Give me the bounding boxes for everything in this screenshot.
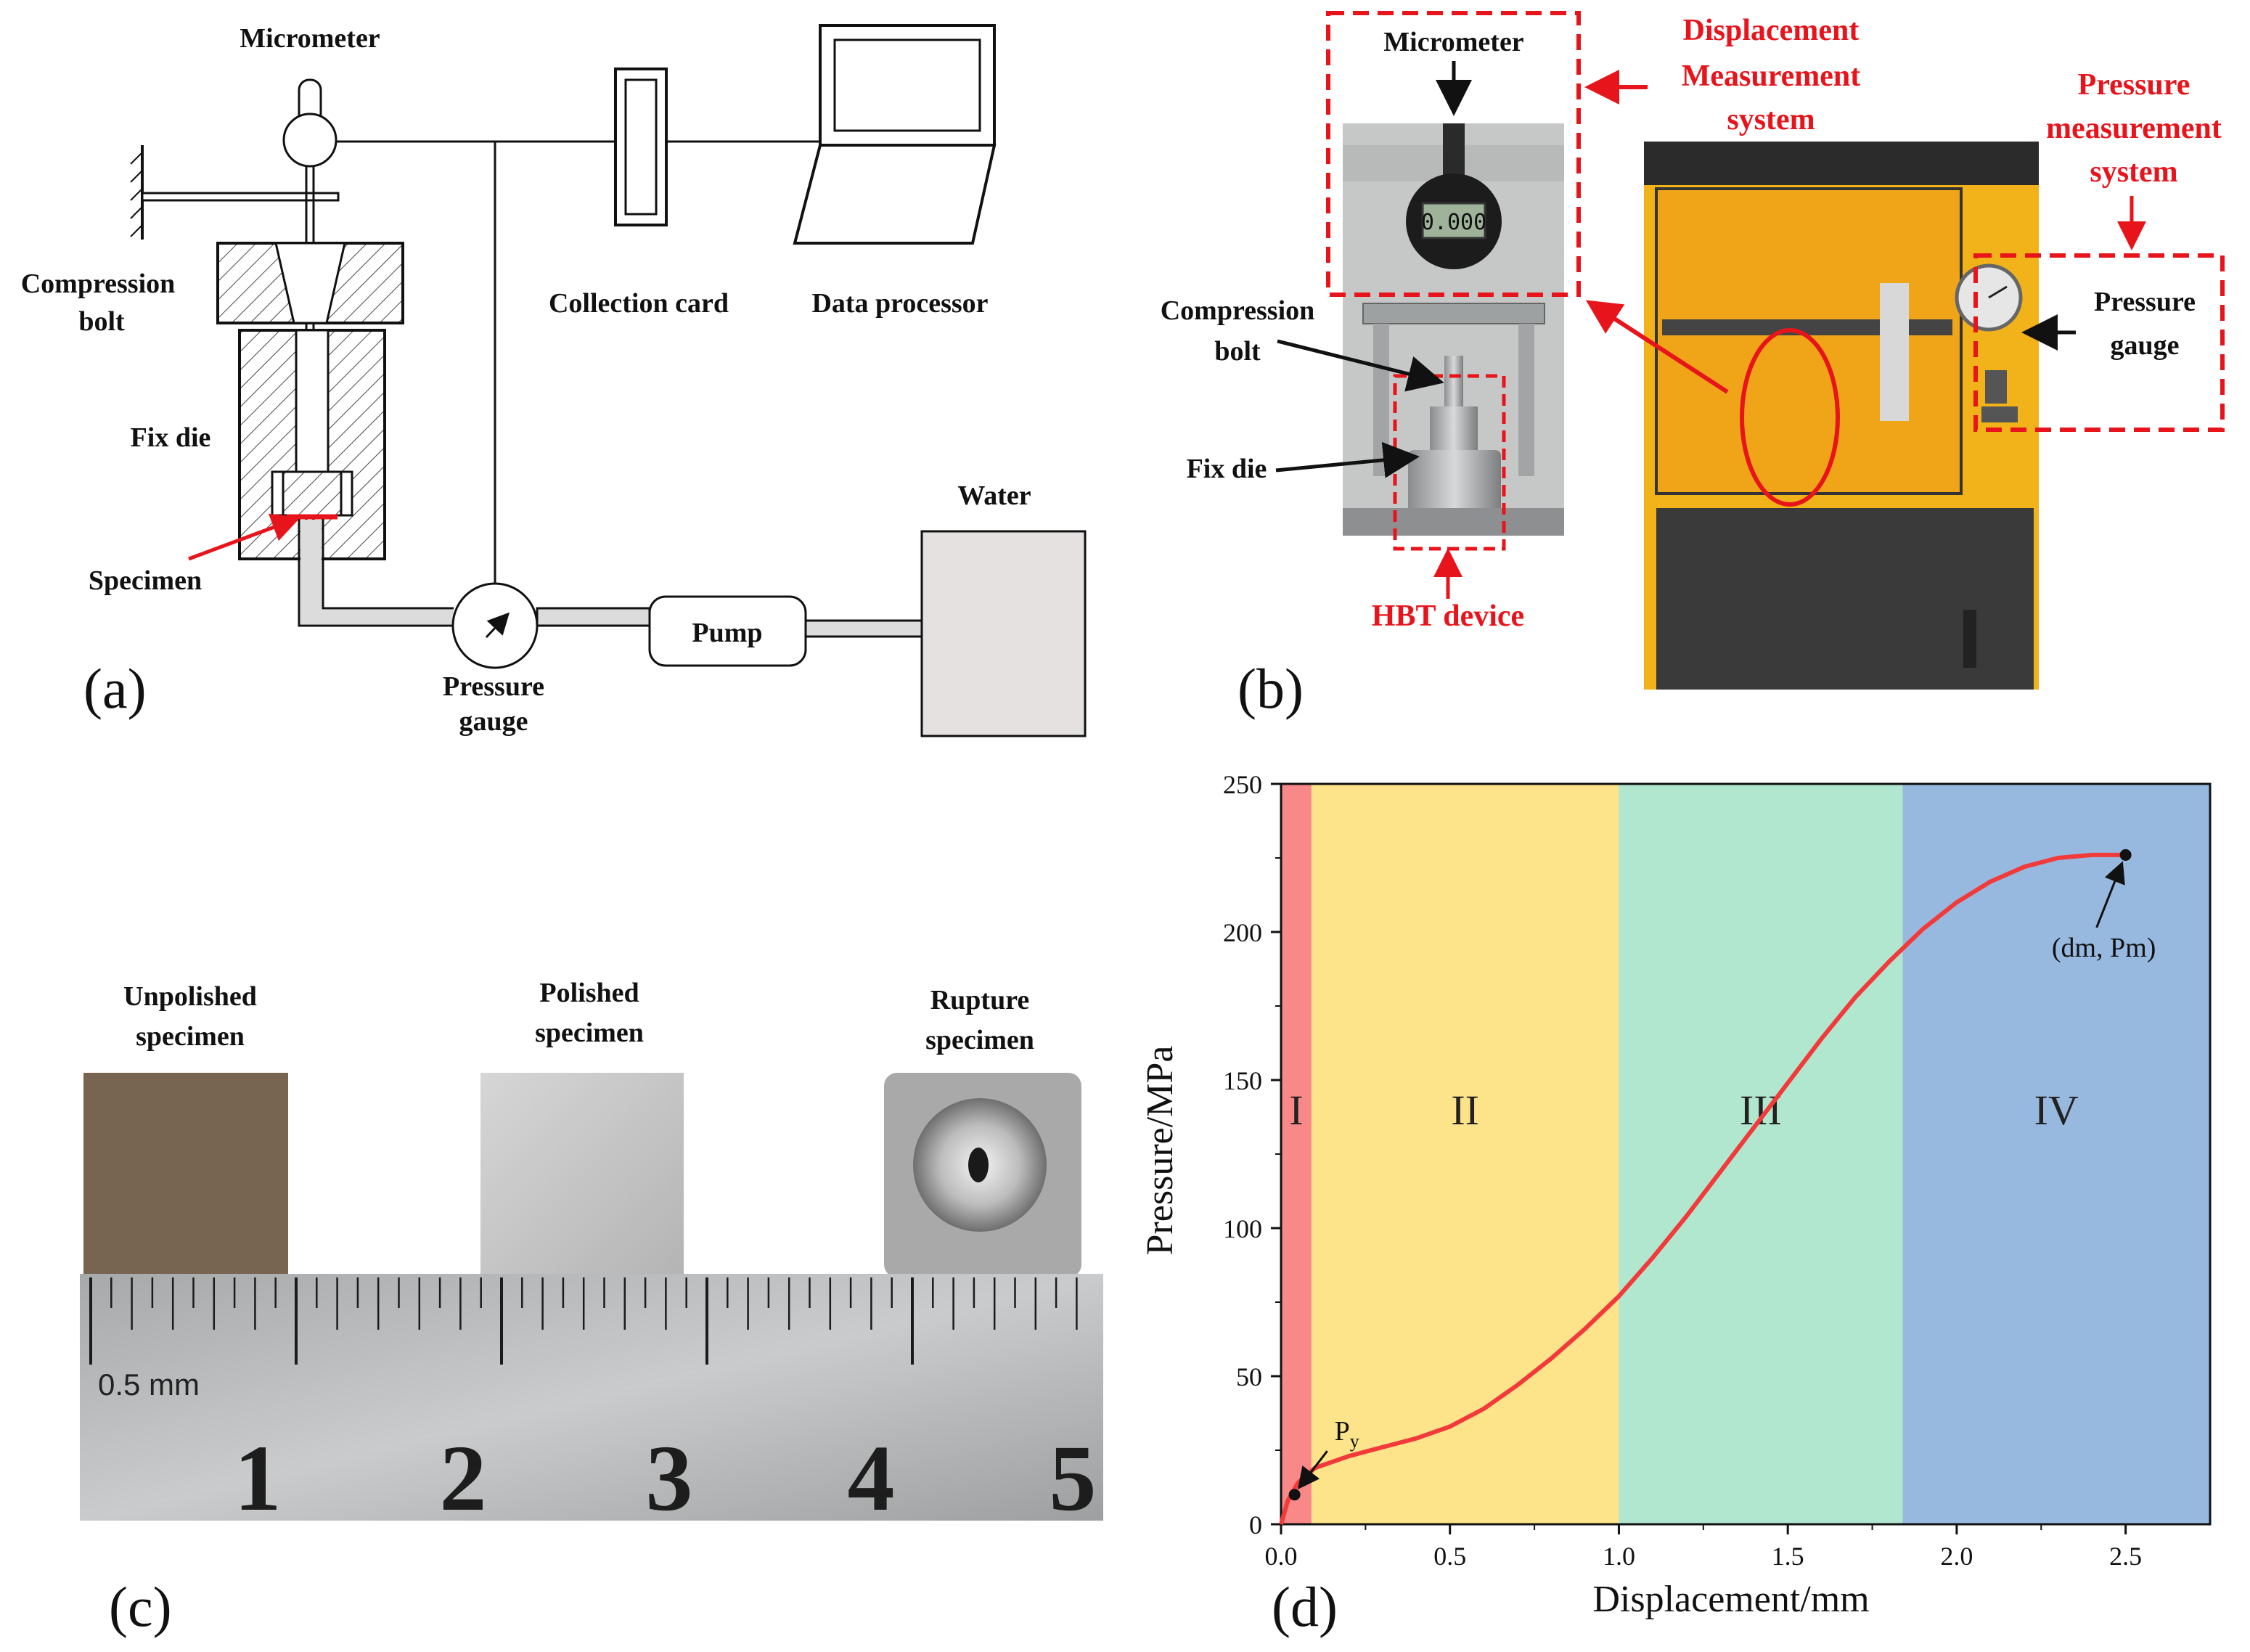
label-data-processor: Data processor <box>811 288 988 319</box>
label-compression-bolt-2: bolt <box>78 306 125 337</box>
pipe <box>298 519 454 627</box>
y-axis-title: Pressure/MPa <box>1140 1046 1181 1256</box>
label-rupture-2: specimen <box>925 1025 1034 1055</box>
label-pump: Pump <box>692 618 762 648</box>
ruler-number-4: 4 <box>848 1426 895 1531</box>
water-tank <box>920 530 1087 737</box>
y-tick-label: 150 <box>1223 1066 1262 1095</box>
pressure-gauge-circle <box>451 582 539 669</box>
pressure-curve <box>1279 852 2126 1525</box>
y-tick-label: 100 <box>1223 1214 1262 1243</box>
laptop-base <box>793 144 997 245</box>
x-tick-label: 0.5 <box>1433 1542 1466 1571</box>
x-axis-title: Displacement/mm <box>1592 1579 1869 1620</box>
label-pressure-system-3: system <box>2090 155 2177 189</box>
region-label: III <box>1740 1087 1782 1134</box>
panel-tag-d: (d) <box>1272 1575 1338 1638</box>
label-rupture-1: Rupture <box>930 985 1030 1015</box>
point-py <box>1288 1489 1301 1501</box>
label-b-compression-2: bolt <box>1214 336 1261 367</box>
ruler-ticks <box>89 1277 1078 1365</box>
micrometer-dial <box>282 113 338 168</box>
x-tick-label: 1.5 <box>1772 1542 1804 1571</box>
label-specimen: Specimen <box>89 565 202 596</box>
label-micrometer: Micrometer <box>240 23 380 54</box>
cabinet-door <box>1656 508 2034 690</box>
fix-die-photo <box>1408 450 1501 515</box>
specimen-pointer <box>188 513 301 561</box>
label-displacement-2: Measurement <box>1682 60 1860 93</box>
label-b-gauge-2: gauge <box>2111 330 2180 361</box>
specimen-holder <box>282 470 343 517</box>
displacement-box <box>1326 11 1581 297</box>
label-displacement-1: Displacement <box>1683 14 1860 47</box>
region-II-band <box>1311 784 1619 1524</box>
panel-b-photos: 0.000 Micrometer Displacem <box>1161 11 2225 720</box>
y-tick-label: 50 <box>1236 1362 1262 1391</box>
y-tick-label: 250 <box>1223 770 1262 799</box>
label-polished-2: specimen <box>535 1018 644 1048</box>
y-tick-label: 0 <box>1249 1510 1262 1539</box>
ruler-number-2: 2 <box>440 1426 487 1531</box>
label-water: Water <box>957 481 1031 511</box>
panel-tag-c: (c) <box>109 1575 172 1638</box>
label-max: (dm, Pm) <box>2052 933 2156 963</box>
label-b-micrometer: Micrometer <box>1383 27 1524 57</box>
label-unpolished-1: Unpolished <box>123 981 257 1012</box>
point-max <box>2119 849 2132 861</box>
x-tick-label: 2.5 <box>2109 1542 2142 1571</box>
rupture-hole <box>968 1148 989 1182</box>
ruler-unit-label: 0.5 mm <box>98 1367 200 1402</box>
label-fix-die: Fix die <box>131 422 211 453</box>
region-label: I <box>1289 1087 1303 1134</box>
unpolished-specimen <box>83 1073 288 1277</box>
y-tick-label: 200 <box>1223 918 1262 947</box>
label-pressure-system-2: measurement <box>2046 112 2222 145</box>
region-label: IV <box>2034 1087 2079 1134</box>
support-arm <box>141 192 340 202</box>
label-collection-card: Collection card <box>549 288 729 319</box>
micrometer-reading: 0.000 <box>1421 210 1486 235</box>
x-tick-label: 0.0 <box>1265 1542 1298 1571</box>
label-hbt-device: HBT device <box>1372 600 1524 633</box>
label-pressure-gauge-1: Pressure <box>443 671 544 702</box>
label-displacement-3: system <box>1727 103 1815 136</box>
label-b-fix-die: Fix die <box>1187 454 1267 484</box>
region-IV-band <box>1902 784 2210 1524</box>
region-III-band <box>1619 784 1903 1524</box>
label-unpolished-2: specimen <box>136 1021 245 1052</box>
label-b-compression-1: Compression <box>1161 295 1315 326</box>
panel-tag-b: (b) <box>1238 657 1304 720</box>
frame-top <box>1362 303 1545 324</box>
label-polished-1: Polished <box>539 978 639 1008</box>
label-pressure-system-1: Pressure <box>2078 68 2190 102</box>
region-I-band <box>1281 784 1312 1524</box>
panel-c-specimens: Unpolished specimen Polished specimen Ru… <box>80 978 1103 1638</box>
ruler-number-5: 5 <box>1050 1426 1097 1531</box>
x-tick-label: 2.0 <box>1940 1542 1973 1571</box>
panel-a-schematic: Micrometer Compression bolt Fix die Spec… <box>21 23 1087 737</box>
label-compression-bolt-1: Compression <box>21 269 176 299</box>
device-circle <box>1740 328 1840 507</box>
arrow-py <box>1297 1450 1328 1489</box>
label-pressure-gauge-2: gauge <box>459 706 528 737</box>
ruler-number-3: 3 <box>646 1426 693 1531</box>
x-tick-label: 1.0 <box>1603 1542 1635 1571</box>
polished-specimen <box>480 1073 684 1277</box>
panel-tag-a: (a) <box>83 657 147 720</box>
arrow-max <box>2095 861 2125 928</box>
wall-hatch <box>130 152 143 237</box>
pressure-box <box>1973 253 2225 432</box>
ruler-number-1: 1 <box>234 1426 282 1531</box>
region-label: II <box>1451 1087 1479 1134</box>
ruler <box>80 1274 1103 1521</box>
pump-box <box>648 595 807 667</box>
label-b-gauge-1: Pressure <box>2094 287 2196 317</box>
